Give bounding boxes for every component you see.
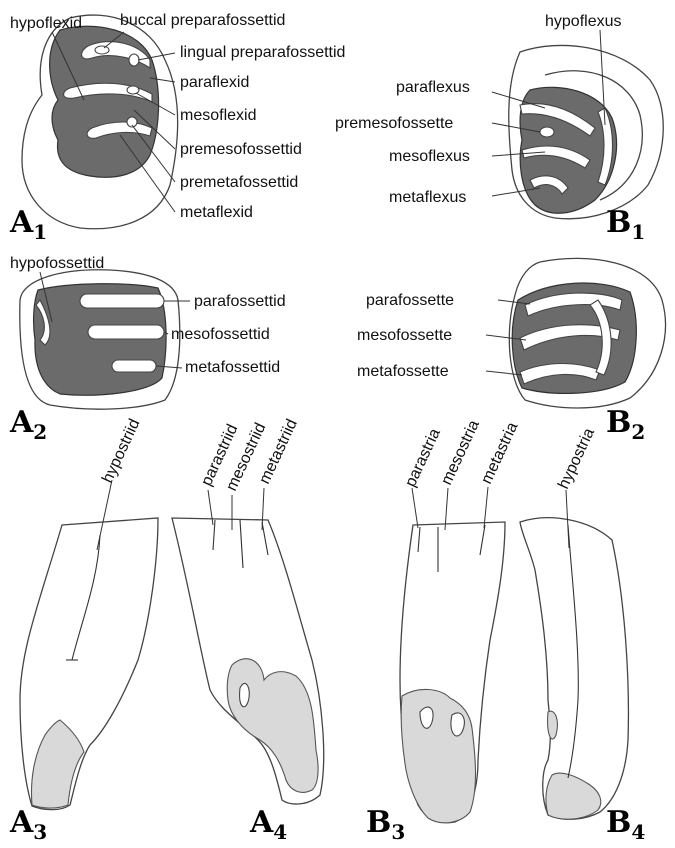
b1-label-mesoflexus: mesoflexus	[389, 148, 470, 165]
panel-a2: hypofossettid parafossettid mesofossetti…	[9, 255, 286, 444]
b4-label-hypostria: hypostria	[555, 426, 598, 492]
panel-a3: hypostriid A3	[9, 416, 158, 844]
panel-label-a2: A2	[9, 405, 47, 444]
panel-b3: parastria mesostria metastria B3	[366, 418, 521, 844]
a1-label-buccal-preparafossettid: buccal preparafossettid	[120, 12, 285, 29]
a3-label-hypostriid: hypostriid	[99, 416, 143, 485]
panel-b4: hypostria B4	[520, 426, 645, 844]
a2-parafossettid	[80, 294, 164, 308]
b3-metastria-leader	[484, 487, 488, 528]
a1-label-lingual-preparafossettid: lingual preparafossettid	[180, 44, 345, 61]
a2-label-metafossettid: metafossettid	[185, 359, 280, 376]
b1-label-paraflexus: paraflexus	[396, 79, 470, 96]
b3-label-metastria: metastria	[478, 420, 521, 487]
panel-label-b2: B2	[606, 405, 645, 444]
b3-exposed-root	[401, 689, 475, 822]
a1-label-paraflexid: paraflexid	[180, 74, 249, 91]
a1-label-premetafossettid: premetafossettid	[180, 174, 298, 191]
panel-b2: parafossette mesofossette metafossette B…	[357, 258, 665, 444]
b3-parastria-leader	[412, 488, 418, 528]
b1-premesofossette	[540, 127, 554, 137]
a2-mesofossettid	[88, 325, 164, 339]
a1-label-hypoflexid: hypoflexid	[10, 15, 82, 32]
b4-root-nub	[548, 711, 558, 739]
a2-metafossettid	[112, 360, 156, 372]
a1-label-metaflexid: metaflexid	[180, 204, 253, 221]
a1-label-mesoflexid: mesoflexid	[180, 107, 256, 124]
b3-label-mesostria: mesostria	[438, 418, 483, 488]
b2-label-metafossette: metafossette	[357, 363, 449, 380]
panel-label-a1: A1	[9, 205, 47, 244]
b4-tooth-outline	[520, 518, 628, 820]
b2-label-mesofossette: mesofossette	[357, 327, 452, 344]
a1-label-premesofossettid: premesofossettid	[180, 141, 302, 158]
a1-lingual-preparafossettid	[129, 54, 139, 66]
b3-root-fold-1	[420, 707, 433, 728]
b1-label-hypoflexus: hypoflexus	[545, 13, 622, 30]
panel-label-a4: A4	[249, 805, 287, 844]
b2-label-parafossette: parafossette	[366, 292, 454, 309]
a2-label-hypofossettid: hypofossettid	[10, 255, 104, 272]
b1-label-metaflexus: metaflexus	[389, 189, 466, 206]
panel-a1: hypoflexid buccal preparafossettid lingu…	[9, 12, 345, 244]
a1-premesofossettid	[127, 86, 139, 94]
b1-label-premesofossette: premesofossette	[335, 115, 453, 132]
panel-b1: hypoflexus paraflexus premesofossette me…	[335, 13, 663, 244]
a4-root-fold	[240, 683, 250, 706]
a2-label-mesofossettid: mesofossettid	[171, 326, 270, 343]
panel-a4: parastriid mesostriid metastriid A4	[172, 417, 324, 844]
a1-buccal-preparafossettid	[95, 46, 109, 54]
a2-label-parafossettid: parafossettid	[194, 293, 286, 310]
panel-label-a3: A3	[9, 805, 47, 844]
panel-label-b1: B1	[606, 205, 645, 244]
panel-label-b3: B3	[366, 805, 405, 844]
panel-label-b4: B4	[606, 805, 645, 844]
